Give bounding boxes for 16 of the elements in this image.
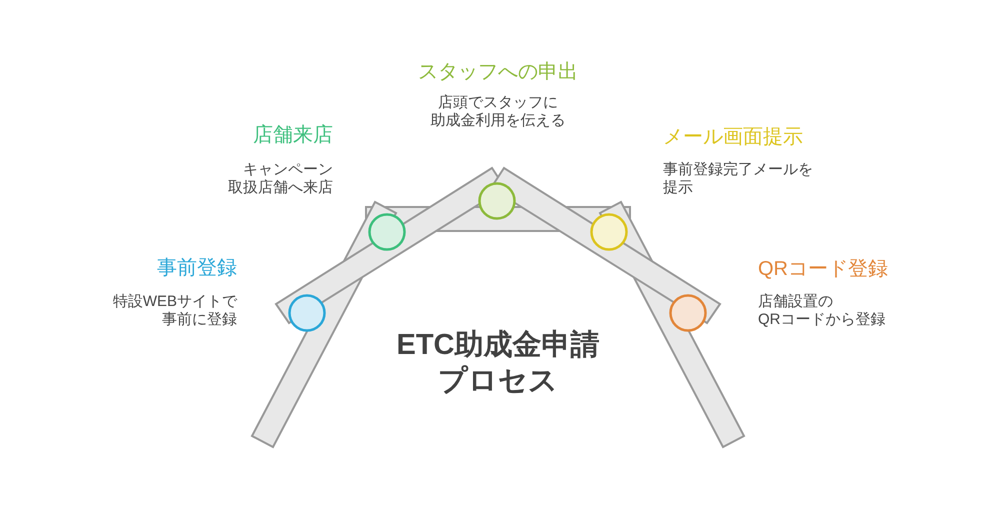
- process-title: ETC助成金申請プロセス: [396, 328, 600, 399]
- step-circle: [368, 213, 406, 251]
- step-circle: [288, 294, 326, 332]
- step-description: 店舗設置のQRコードから登録: [758, 293, 886, 329]
- step-description: 特設WEBサイトで事前に登録: [112, 293, 237, 329]
- step-circle: [669, 294, 707, 332]
- step-description: 事前登録完了メールを提示: [663, 161, 813, 197]
- step-heading: 事前登録: [157, 256, 237, 280]
- step-heading: 店舗来店: [253, 123, 333, 147]
- step-circle: [590, 213, 628, 251]
- step-heading: メール画面提示: [663, 125, 803, 149]
- step-description: キャンペーン取扱店舗へ来店: [228, 161, 333, 197]
- step-circle: [478, 182, 516, 220]
- step-description: 店頭でスタッフに助成金利用を伝える: [430, 94, 566, 130]
- step-heading: スタッフへの申出: [418, 60, 578, 84]
- step-heading: QRコード登録: [758, 257, 888, 281]
